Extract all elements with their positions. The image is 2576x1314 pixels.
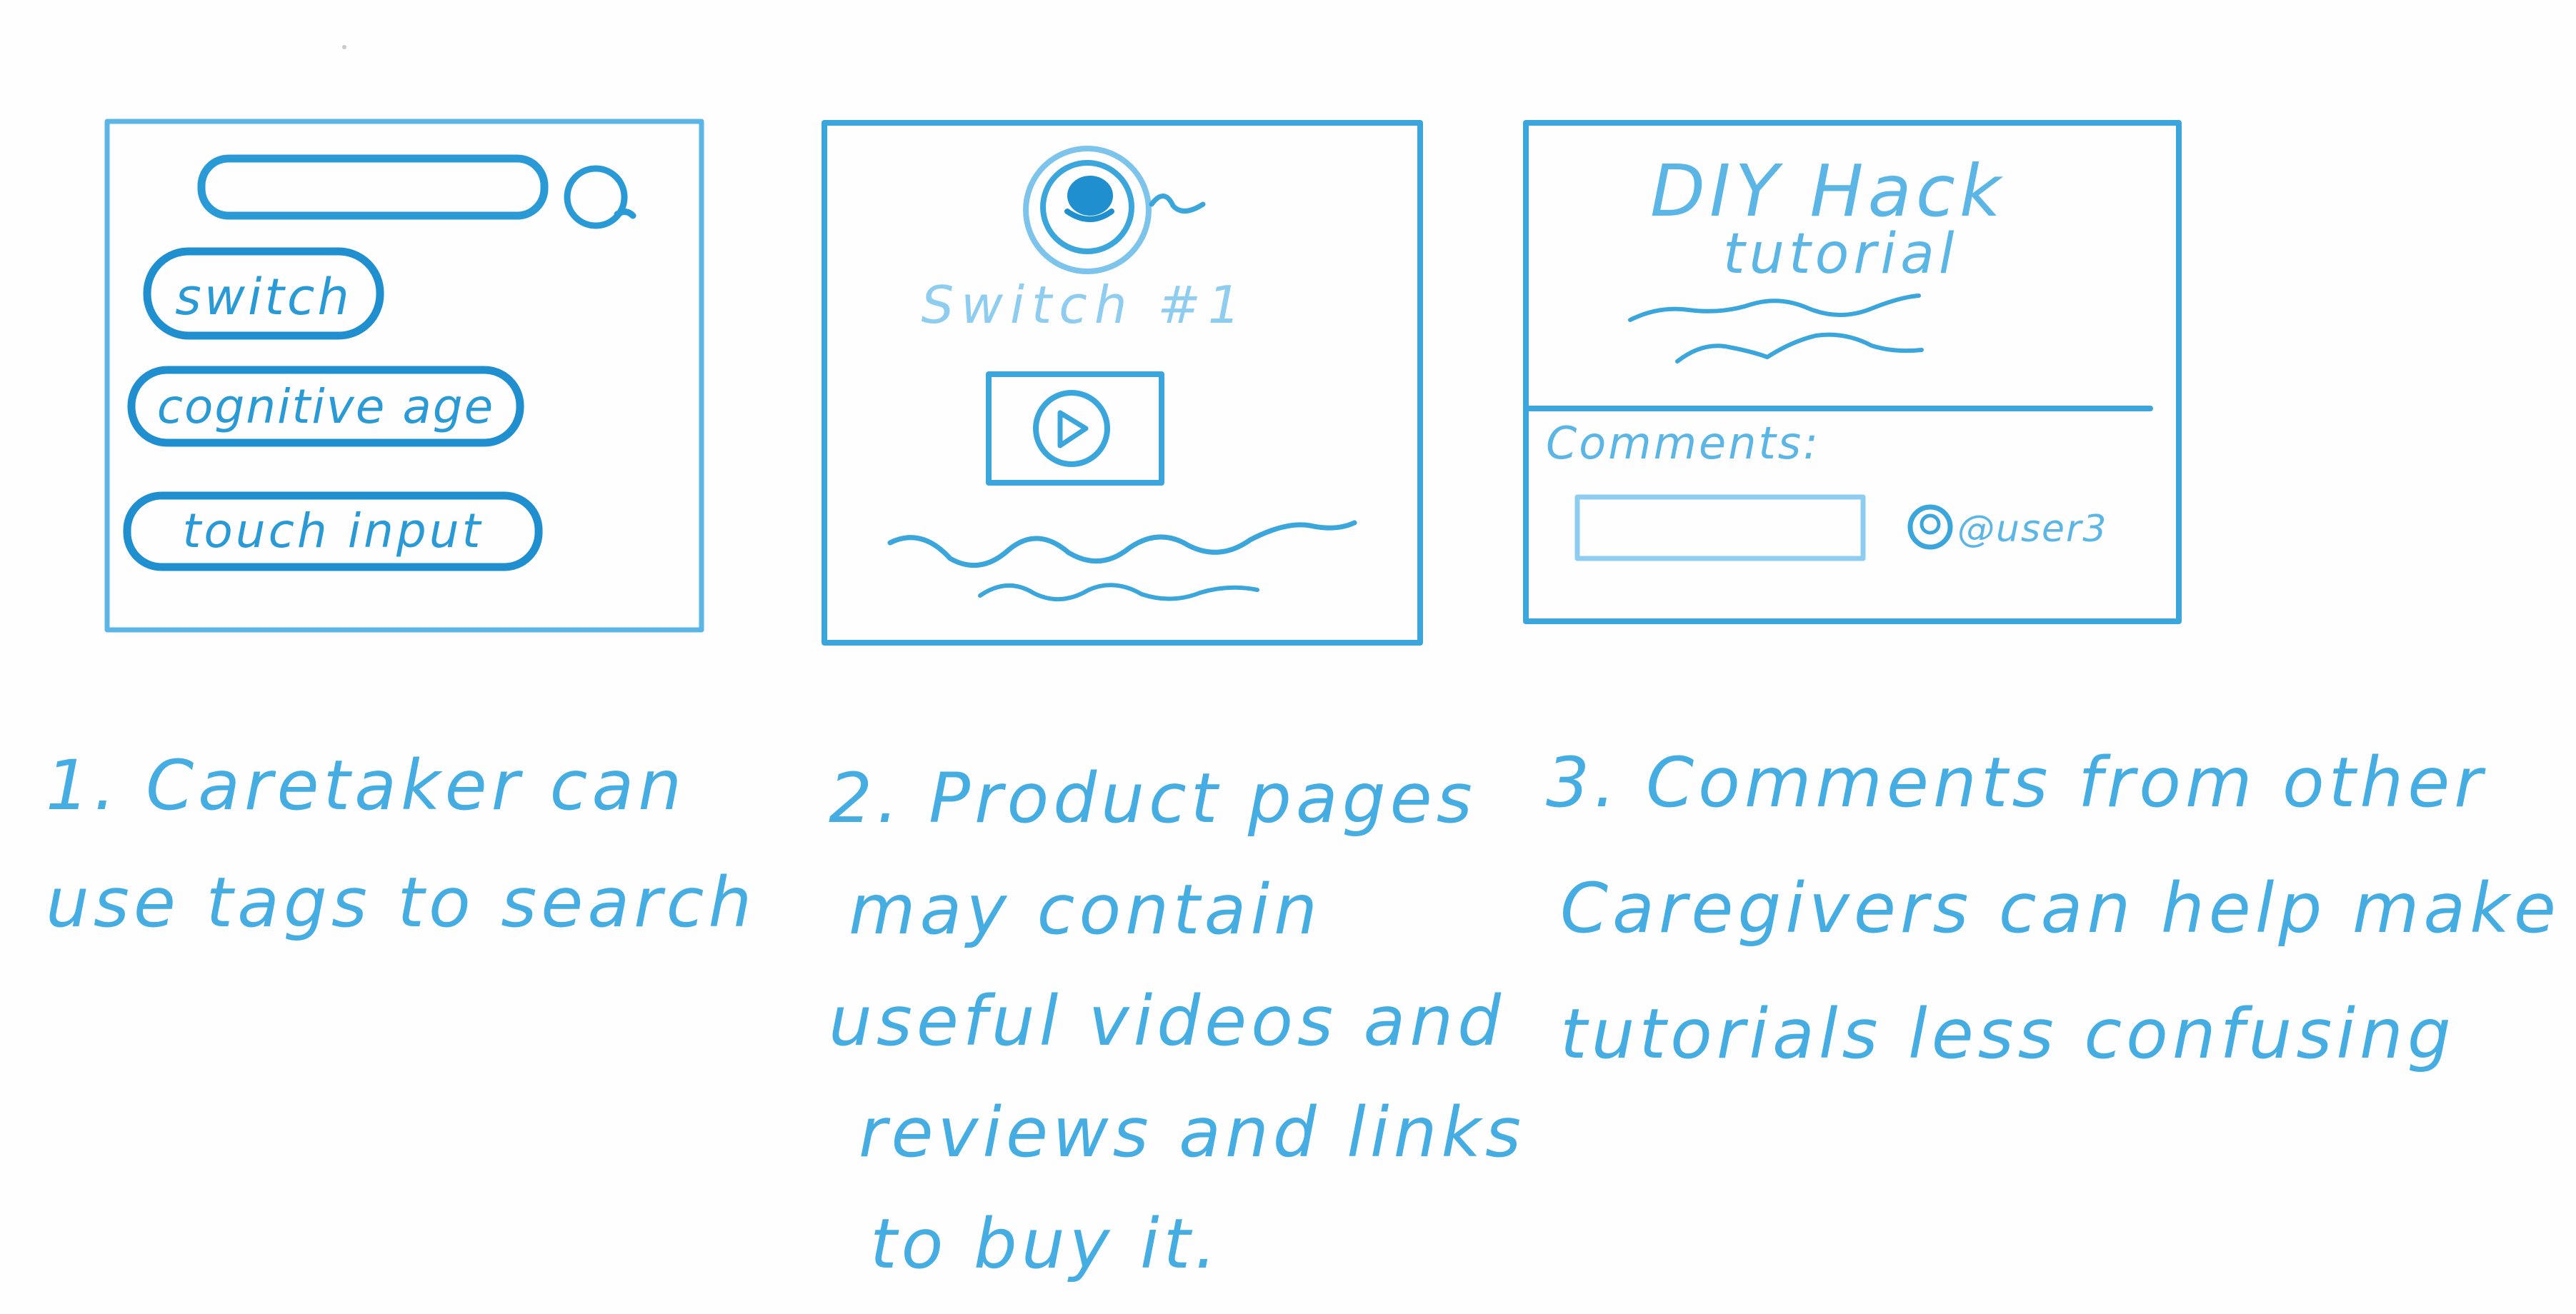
caption-3: 3. Comments from other Caregivers can he… (1546, 720, 2560, 1097)
description-scribble-2 (1675, 332, 1924, 363)
caption-2-line-3: useful videos and (829, 981, 1506, 1061)
caption-3-line-2: Caregivers can help make (1560, 868, 2560, 948)
caption-2-line-2: may contain (849, 870, 1322, 950)
tag-switch-label: switch (175, 268, 351, 326)
user-label[interactable]: @user3 (1957, 508, 2108, 551)
caption-1: 1. Caretaker can use tags to search (46, 727, 756, 961)
description-scribble-1 (1628, 294, 1921, 322)
play-icon[interactable] (1033, 390, 1110, 467)
tag-cognitive-age-button[interactable]: cognitive age (127, 366, 524, 447)
caption-2-line-5: to buy it. (870, 1204, 1221, 1284)
stray-ink-dot (342, 45, 346, 49)
product-title: Switch #1 (921, 275, 1247, 335)
tag-touch-input-label: touch input (183, 503, 484, 558)
review-scribble-1 (887, 520, 1357, 568)
tag-switch-button[interactable]: switch (143, 247, 384, 340)
video-player[interactable] (986, 371, 1164, 486)
tag-cognitive-age-label: cognitive age (157, 379, 495, 434)
caption-1-line-2: use tags to search (46, 863, 757, 943)
review-scribble-2 (978, 583, 1259, 601)
comments-label: Comments: (1546, 417, 1820, 469)
tutorial-title-line-2: tutorial (1723, 222, 1959, 286)
caption-2-line-1: 2. Product pages (829, 758, 1477, 838)
panel-3-frame (1523, 120, 2182, 624)
caption-3-line-1: 3. Comments from other (1546, 743, 2487, 823)
panel-1-frame (104, 119, 704, 633)
caption-2: 2. Product pages may contain useful vide… (829, 743, 1525, 1300)
tutorial-title-line-1: DIY Hack (1650, 149, 2005, 233)
caption-2-line-4: reviews and links (859, 1093, 1526, 1173)
switch-button-icon (1023, 146, 1206, 274)
panel-2-product-page: Switch #1 (822, 120, 1423, 646)
panel-3-tutorial-page: DIY Hack tutorial Comments: @user3 (1523, 120, 2182, 624)
caption-3-line-3: tutorials less confusing (1560, 994, 2455, 1074)
search-input[interactable] (197, 154, 549, 220)
comment-input[interactable] (1574, 494, 1866, 561)
caption-1-line-1: 1. Caretaker can (46, 746, 687, 826)
user-avatar-icon (1907, 504, 1953, 550)
panel-1-tag-search: switch cognitive age touch input (104, 119, 704, 633)
tag-touch-input-button[interactable]: touch input (123, 491, 543, 571)
search-icon[interactable] (564, 165, 636, 229)
panel-2-frame (822, 120, 1423, 646)
